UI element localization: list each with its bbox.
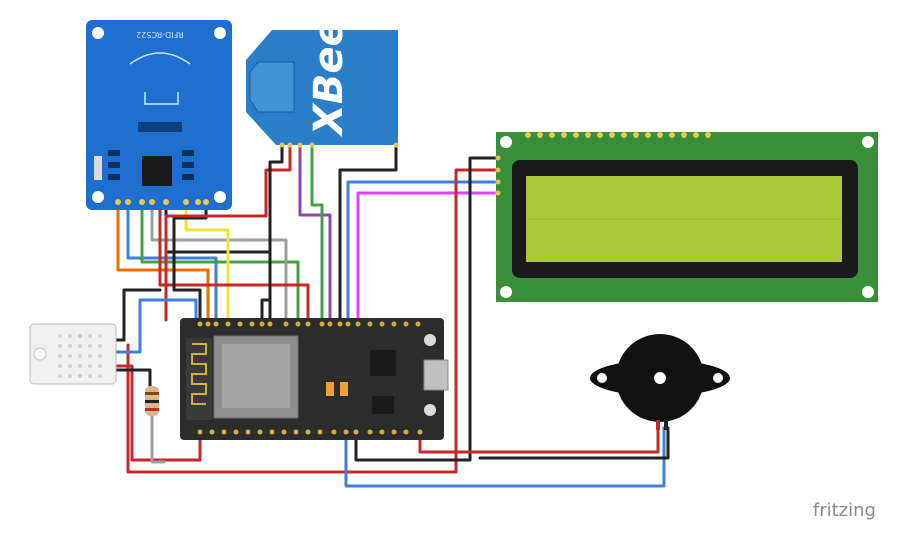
rfid-component: [108, 150, 120, 156]
rfid-header-pads: [138, 122, 182, 132]
buzzer-hole: [597, 373, 607, 383]
xbee-antenna-area: [249, 61, 295, 113]
lcd-header-pins: [525, 132, 711, 138]
wire-rfid-green: [140, 198, 300, 324]
xbee-label: XBee: [306, 19, 352, 138]
rfid-mount-hole: [92, 27, 104, 39]
wire-dht-black: [114, 288, 162, 342]
rfid-label: RFID-RC522: [136, 30, 184, 39]
lcd-i2c-pins: [495, 155, 501, 196]
rfid-crystal: [94, 156, 102, 180]
wire-xbee-black: [260, 143, 284, 324]
wire-xbee-red: [164, 143, 292, 322]
dht-sensor: [29, 323, 117, 385]
esp32-chip: [370, 350, 396, 376]
rfid-component: [108, 162, 120, 168]
xbee-board: [246, 30, 398, 145]
wire-dht-blue: [114, 298, 198, 354]
lcd-mount-hole: [500, 136, 512, 148]
rfid-mount-hole: [214, 27, 226, 39]
wire-xbee-green: [310, 143, 324, 324]
xbee-pins: [279, 142, 399, 148]
rfid-mount-hole: [92, 191, 104, 203]
buzzer-lead-red: [656, 420, 660, 430]
wire-lcd-black: [354, 156, 500, 462]
dht-mount-hole: [33, 347, 47, 361]
buzzer: [590, 334, 730, 430]
esp32-usb-port: [423, 359, 449, 391]
esp32-bottom-pins: [197, 429, 423, 435]
esp32-capacitor: [340, 382, 348, 396]
resistor-band: [145, 400, 159, 403]
lcd-display: [495, 132, 878, 302]
rfid-component: [182, 174, 194, 180]
wire-xbee-purple: [298, 143, 332, 324]
lcd-mount-hole: [862, 286, 874, 298]
dht-body: [29, 323, 117, 385]
rfid-pins: [115, 199, 209, 205]
wire-rfid-orange: [116, 198, 210, 324]
esp32-board: [180, 318, 449, 440]
wire-resistor-lead: [150, 410, 166, 464]
esp32-antenna: [186, 338, 212, 420]
rfid-module: RFID-RC522: [86, 20, 232, 210]
esp32-regulator: [372, 396, 394, 414]
wire-rfid-blue: [126, 198, 218, 324]
buzzer-hole: [713, 373, 723, 383]
wire-buzzer-black: [478, 426, 670, 460]
fritzing-watermark: fritzing: [813, 500, 876, 521]
wire-lcd-blue: [346, 180, 500, 324]
wire-xbee-black-3: [338, 143, 398, 324]
rfid-mount-hole: [214, 191, 226, 203]
rfid-antenna: [129, 52, 191, 65]
dht-vent-grid: [58, 334, 102, 378]
rfid-component: [182, 150, 194, 156]
wire-rfid-gray: [150, 198, 288, 324]
buzzer-lead-black: [664, 420, 668, 430]
esp32-shield-inner: [222, 344, 290, 408]
esp32-top-pins: [197, 321, 421, 327]
rfid-chip: [142, 156, 172, 186]
wire-buzzer-red: [418, 426, 660, 454]
xbee-module: XBee: [246, 19, 399, 148]
esp32-capacitor: [326, 382, 334, 396]
lcd-mount-hole: [500, 286, 512, 298]
wires: [114, 143, 670, 488]
rfid-component: [108, 174, 120, 180]
resistor-band: [145, 392, 159, 395]
lcd-mount-hole: [862, 136, 874, 148]
esp32-boot-button: [424, 404, 436, 416]
esp32-antenna-trace: [191, 343, 207, 405]
wire-lcd-magenta: [356, 191, 500, 324]
rfid-component: [182, 162, 194, 168]
esp32-en-button: [424, 334, 436, 346]
rfid-board: [86, 20, 232, 210]
buzzer-sound-port: [654, 372, 666, 384]
wire-dht-black-2: [114, 368, 152, 394]
resistor: [145, 386, 159, 416]
resistor-band: [145, 408, 159, 411]
rfid-antenna: [144, 92, 179, 105]
wire-dht-red: [114, 364, 202, 462]
